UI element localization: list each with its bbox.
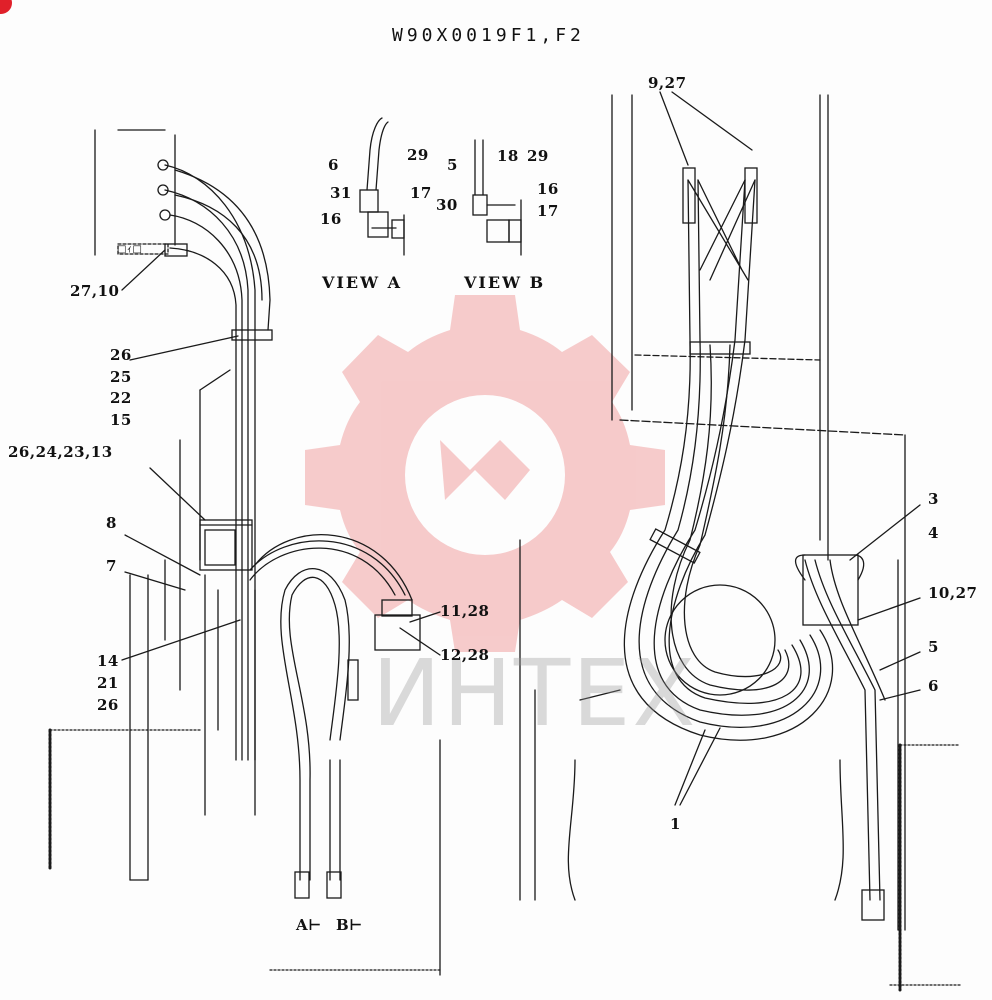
view-a-callout-6: 6 [328, 156, 339, 174]
view-a-callout-31: 31 [330, 184, 352, 202]
callout-22: 22 [110, 389, 132, 407]
view-b-label: VIEW B [464, 273, 546, 292]
callout-26-upper: 26 [110, 346, 132, 364]
watermark-gear-logo [305, 295, 665, 652]
callout-26-24-23-13: 26,24,23,13 [8, 443, 113, 461]
callout-12-28: 12,28 [440, 646, 490, 664]
callout-5: 5 [928, 638, 939, 656]
callout-7: 7 [106, 557, 117, 575]
callout-6: 6 [928, 677, 939, 695]
port-a-label: A⊢ [296, 916, 322, 934]
callout-3: 3 [928, 490, 939, 508]
drawing-title: W90X0019F1,F2 [392, 25, 585, 46]
view-a-callout-17: 17 [410, 184, 432, 202]
callout-11-28: 11,28 [440, 602, 490, 620]
callout-8: 8 [106, 514, 117, 532]
callout-1: 1 [670, 815, 681, 833]
callout-4: 4 [928, 524, 939, 542]
corner-badge [0, 0, 12, 14]
callout-15: 15 [110, 411, 132, 429]
view-b-callout-18: 18 [497, 147, 519, 165]
view-b-callout-29: 29 [527, 147, 549, 165]
callout-9-27: 9,27 [648, 74, 687, 92]
port-b-label: B⊢ [336, 916, 363, 934]
view-a-callout-29: 29 [407, 146, 429, 164]
view-a-callout-16: 16 [320, 210, 342, 228]
callout-14: 14 [97, 652, 119, 670]
watermark-text: ИНТЕХ [372, 640, 698, 747]
view-b-callout-5: 5 [447, 156, 458, 174]
view-a-label: VIEW A [322, 273, 403, 292]
callout-26-lower: 26 [97, 696, 119, 714]
view-b-callout-17: 17 [537, 202, 559, 220]
callout-21: 21 [97, 674, 119, 692]
callout-25: 25 [110, 368, 132, 386]
view-a-callout-30: 30 [436, 196, 458, 214]
side-fitting-text: □ｨ□ [117, 244, 143, 255]
callout-10-27: 10,27 [928, 584, 978, 602]
view-b-callout-16: 16 [537, 180, 559, 198]
callout-27-10: 27,10 [70, 282, 120, 300]
